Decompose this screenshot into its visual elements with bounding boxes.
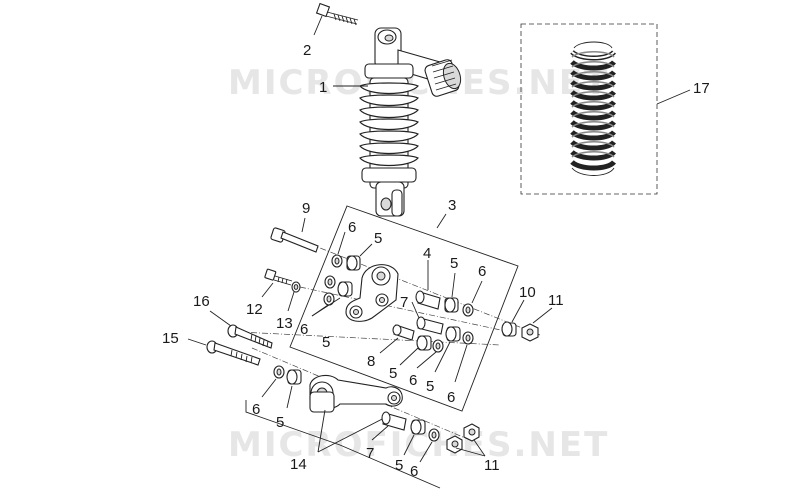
bushing-5-right bbox=[444, 297, 459, 313]
washer-6-top bbox=[331, 254, 343, 268]
callout-5-left: 5 bbox=[322, 334, 330, 351]
callout-7-bottom: 7 bbox=[366, 445, 374, 462]
callout-5-right: 5 bbox=[450, 255, 458, 272]
bushing-5-bottom bbox=[410, 419, 426, 435]
link-arm-14 bbox=[309, 374, 403, 413]
callout-6-left: 6 bbox=[300, 321, 308, 338]
callout-6-top: 6 bbox=[348, 219, 356, 236]
bolt-2 bbox=[315, 2, 359, 26]
callout-1: 1 bbox=[319, 79, 327, 96]
callout-11-bottom: 11 bbox=[484, 457, 500, 474]
callout-12: 12 bbox=[246, 301, 263, 318]
bushing-5-top bbox=[346, 255, 361, 271]
washer-6-lower-b bbox=[462, 331, 474, 345]
callout-3: 3 bbox=[448, 197, 456, 214]
callout-6-lower-a: 6 bbox=[409, 372, 417, 389]
washer-13 bbox=[291, 281, 301, 293]
callout-6-bottom-left: 6 bbox=[252, 401, 260, 418]
callout-6-right: 6 bbox=[478, 263, 486, 280]
nut-11-bottom-a bbox=[446, 435, 463, 454]
callout-4: 4 bbox=[423, 245, 431, 262]
callout-5-bottom: 5 bbox=[395, 457, 403, 474]
callout-14: 14 bbox=[290, 456, 307, 473]
callout-8: 8 bbox=[367, 353, 375, 370]
bushing-5-bottom-left bbox=[286, 369, 302, 385]
pin-7-middle bbox=[416, 316, 444, 335]
bushing-5-lower-b bbox=[445, 326, 461, 342]
callout-5-bottom-left: 5 bbox=[276, 414, 284, 431]
washer-6-lower-a bbox=[432, 339, 444, 353]
washer-6-right bbox=[462, 303, 474, 317]
pin-7-bottom bbox=[381, 411, 407, 431]
callout-6-lower-b: 6 bbox=[447, 389, 455, 406]
washer-6-bottom bbox=[428, 428, 440, 442]
bushings-5-left bbox=[337, 281, 353, 297]
callout-5-top: 5 bbox=[374, 230, 382, 247]
callout-11-right: 11 bbox=[548, 292, 564, 309]
spring-17 bbox=[570, 41, 616, 176]
pin-8 bbox=[392, 324, 415, 341]
callout-13: 13 bbox=[276, 315, 293, 332]
callout-7-middle: 7 bbox=[400, 294, 408, 311]
callout-16: 16 bbox=[193, 293, 210, 310]
callout-6-bottom: 6 bbox=[410, 463, 418, 480]
callout-9: 9 bbox=[302, 200, 310, 217]
bolt-15 bbox=[206, 340, 261, 366]
nut-11-bottom-b bbox=[463, 423, 480, 442]
bolt-9 bbox=[270, 227, 319, 253]
callout-10: 10 bbox=[519, 284, 536, 301]
washer-6-bottom-left bbox=[273, 365, 285, 379]
bushing-10 bbox=[501, 321, 517, 337]
nut-11-right bbox=[521, 323, 539, 342]
spring-kit-box bbox=[520, 23, 658, 195]
rocker-kit-outline bbox=[289, 205, 519, 412]
callout-2: 2 bbox=[303, 42, 311, 59]
bolt-12 bbox=[264, 268, 293, 286]
bushing-5-lower-a bbox=[416, 335, 432, 351]
callout-5-lower-a: 5 bbox=[389, 365, 397, 382]
rocker-link bbox=[345, 264, 399, 322]
washers-6-left bbox=[323, 275, 336, 306]
pin-4 bbox=[415, 290, 441, 310]
bolt-16 bbox=[227, 324, 273, 349]
callout-17: 17 bbox=[693, 80, 710, 97]
shock-absorber-1 bbox=[359, 27, 462, 217]
callout-15: 15 bbox=[162, 330, 179, 347]
callout-5-lower-b: 5 bbox=[426, 378, 434, 395]
